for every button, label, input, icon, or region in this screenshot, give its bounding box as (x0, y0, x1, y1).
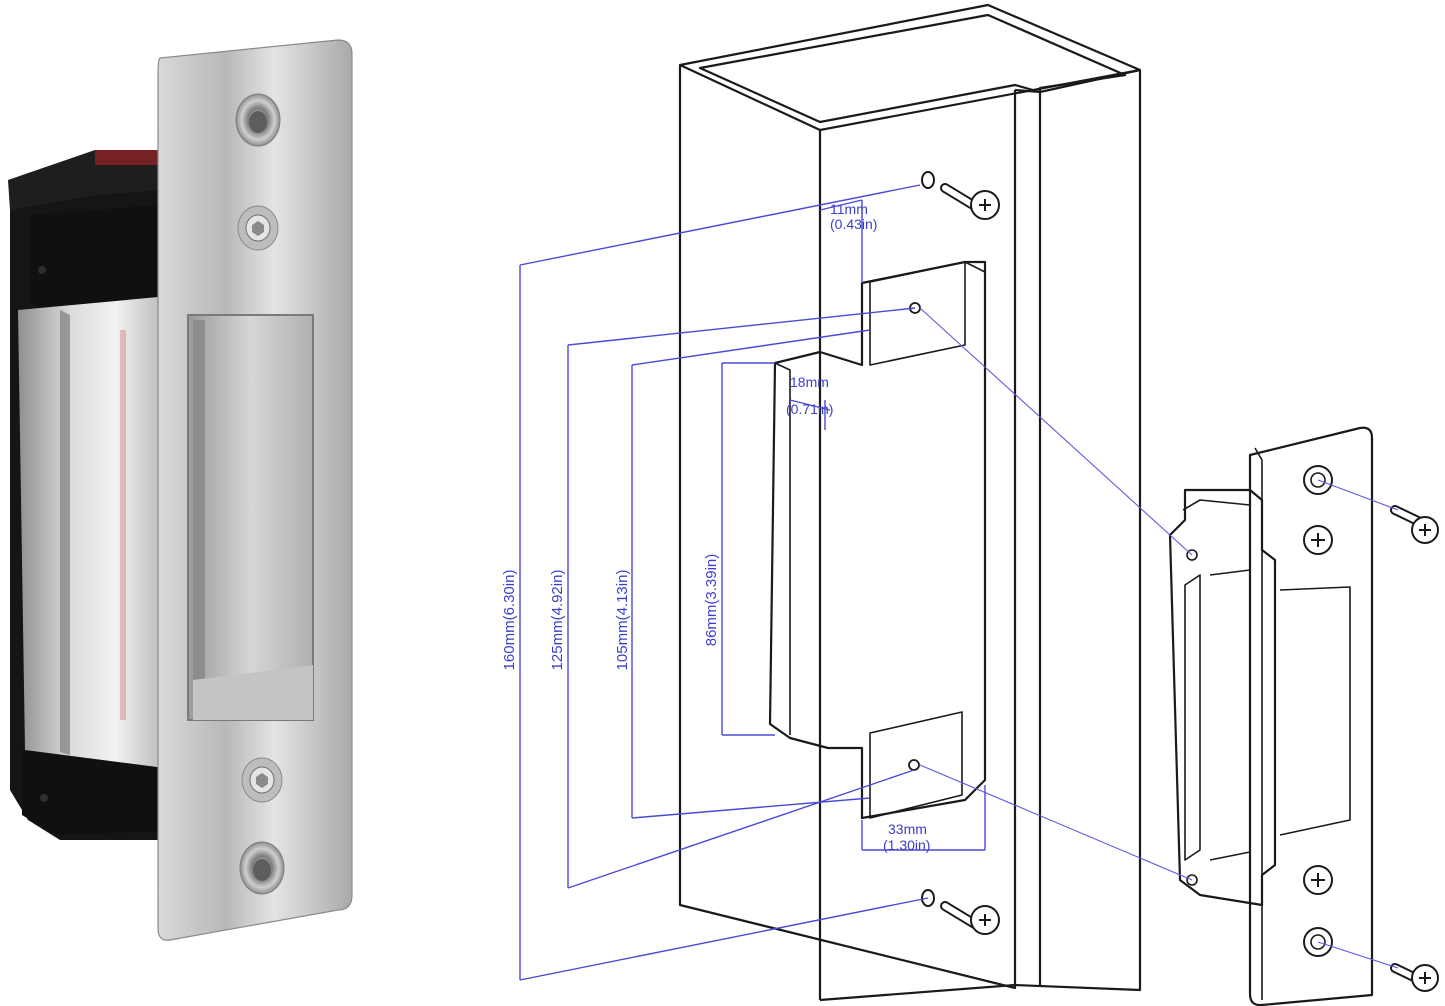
hex-screw-icon (241, 757, 283, 803)
label-depth-in: (0.71in) (786, 401, 833, 417)
label-opening-height: 86mm(3.39in) (703, 554, 720, 647)
phillips-screw-icon (1390, 505, 1439, 544)
label-mortise-height: 105mm(4.13in) (614, 570, 631, 671)
label-overall-height: 160mm(6.30in) (501, 570, 518, 671)
label-depth-mm: 18mm (790, 374, 829, 390)
alignment-guides (919, 307, 1399, 969)
label-top-offset-mm: 11mm (830, 201, 868, 217)
phillips-screw-icon (1390, 963, 1439, 992)
dimension-lines (519, 184, 986, 981)
phillips-screw-icon (921, 171, 1000, 220)
electric-strike-photo (8, 39, 353, 941)
hex-screw-icon (237, 205, 279, 251)
housing-hole-icon (40, 794, 48, 802)
label-screw-span: 125mm(4.92in) (549, 570, 566, 671)
mortise-cutout (768, 260, 987, 820)
installation-diagram: 160mm(6.30in) 125mm(4.92in) 105mm(4.13in… (501, 3, 1439, 1006)
phillips-screw-icon (921, 889, 1000, 935)
label-width-in: (1.30in) (883, 837, 930, 853)
label-width-mm: 33mm (888, 821, 927, 837)
door-frame (678, 3, 1142, 992)
hex-screw-icon (235, 93, 281, 147)
hex-screw-icon (239, 841, 285, 895)
phillips-screw-icon (1303, 525, 1333, 555)
label-top-offset-in: (0.43in) (830, 216, 877, 232)
faceplate-opening (187, 314, 314, 721)
mortise-hole-icon (908, 759, 920, 771)
phillips-screw-icon (1303, 865, 1333, 895)
housing-hole-icon (38, 266, 46, 274)
exploded-strike (1168, 426, 1439, 1006)
